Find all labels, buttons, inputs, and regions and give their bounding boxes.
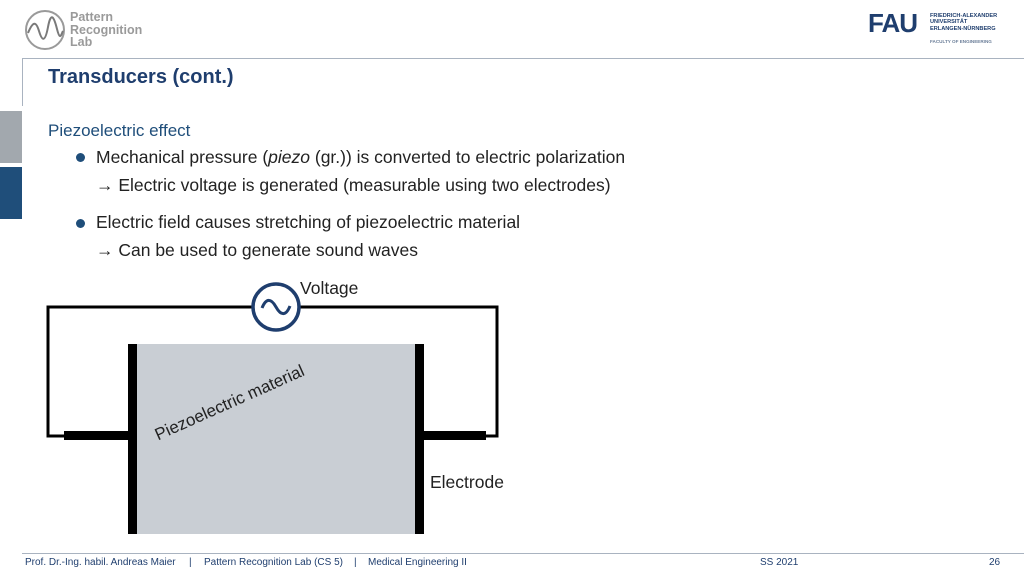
footer-course: Medical Engineering II xyxy=(368,557,467,568)
right-lead xyxy=(422,431,486,440)
text-fragment: Mechanical pressure ( xyxy=(96,147,269,167)
piezoelectric-material-block xyxy=(134,344,418,534)
bullet-2-line-2: → Can be used to generate sound waves xyxy=(96,240,419,260)
right-wire xyxy=(300,305,499,438)
sine-wave-icon xyxy=(260,298,292,316)
electrode-label: Electrode xyxy=(430,472,504,492)
bullet-1-line-1: Mechanical pressure (piezo (gr.)) is con… xyxy=(96,147,625,168)
university-name-line: FRIEDRICH-ALEXANDER xyxy=(930,13,998,19)
left-lead xyxy=(64,431,130,440)
footer-rule xyxy=(22,553,1024,554)
pattern-recognition-lab-logo-icon xyxy=(25,10,65,50)
footer-lab: Pattern Recognition Lab (CS 5) xyxy=(204,557,343,568)
lab-name-line: Recognition xyxy=(70,22,143,37)
text-fragment: (gr.)) is converted to electric polariza… xyxy=(310,147,626,167)
side-accent-dark xyxy=(0,167,22,219)
voltage-label: Voltage xyxy=(300,278,359,298)
page-number: 26 xyxy=(989,557,1001,568)
side-accent-light xyxy=(0,111,22,163)
bullet-marker xyxy=(76,219,85,228)
bullet-1-line-2: → Electric voltage is generated (measura… xyxy=(96,175,611,195)
footer-author: Prof. Dr.-Ing. habil. Andreas Maier xyxy=(25,557,176,568)
bullet-2-line-1: Electric field causes stretching of piez… xyxy=(96,212,521,232)
right-electrode xyxy=(415,344,424,534)
piezo-diagram: Voltage Piezoelectric material Electrode xyxy=(0,270,560,540)
lab-name: Pattern Recognition Lab xyxy=(70,11,142,49)
bullet-marker xyxy=(76,153,85,162)
slide-title: Transducers (cont.) xyxy=(48,66,234,88)
fau-logo: FAU FRIEDRICH-ALEXANDER UNIVERSITÄT ERLA… xyxy=(868,10,1008,46)
lab-name-line: Pattern xyxy=(70,10,114,24)
university-name-line: UNIVERSITÄT xyxy=(930,19,968,26)
footer-separator: | xyxy=(189,557,192,568)
footer-semester: SS 2021 xyxy=(760,557,799,568)
left-electrode xyxy=(128,344,137,534)
fau-wordmark: FAU xyxy=(868,8,918,38)
university-name-line: ERLANGEN-NÜRNBERG xyxy=(930,25,996,32)
left-wire xyxy=(46,305,252,438)
piezo-circuit-svg xyxy=(46,282,499,534)
section-heading: Piezoelectric effect xyxy=(48,121,191,140)
university-name: FRIEDRICH-ALEXANDER UNIVERSITÄT ERLANGEN… xyxy=(930,13,997,32)
footer-separator: | xyxy=(354,557,357,568)
faculty-name: FACULTY OF ENGINEERING xyxy=(930,39,992,44)
italic-term: piezo xyxy=(268,147,310,167)
lab-name-line: Lab xyxy=(70,35,93,49)
title-frame xyxy=(22,58,1024,106)
